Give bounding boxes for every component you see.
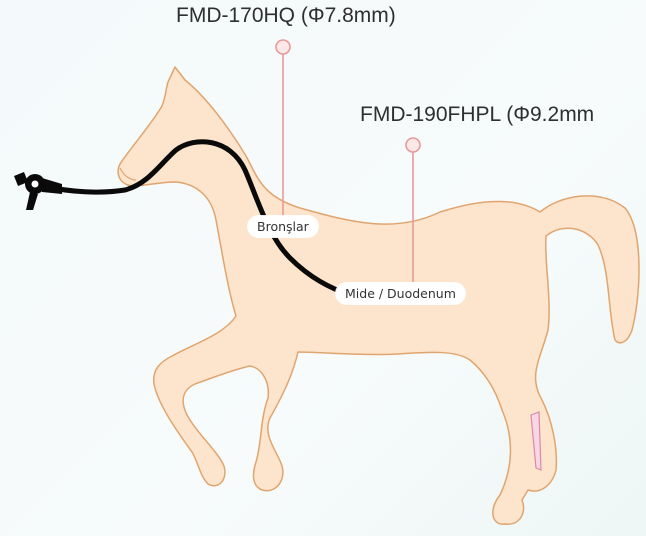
target-label-stomach: Mide / Duodenum <box>336 283 465 304</box>
pointer-dot-170 <box>276 40 290 54</box>
scope-label-fmd-190fhpl: FMD-190FHPL (Φ9.2mm <box>360 103 594 127</box>
pointer-dot-190 <box>406 138 420 152</box>
target-label-bronchi: Bronşlar <box>248 216 318 237</box>
endoscope-handle-icon <box>14 172 62 210</box>
scope-label-fmd-170hq: FMD-170HQ (Φ7.8mm) <box>176 4 396 28</box>
